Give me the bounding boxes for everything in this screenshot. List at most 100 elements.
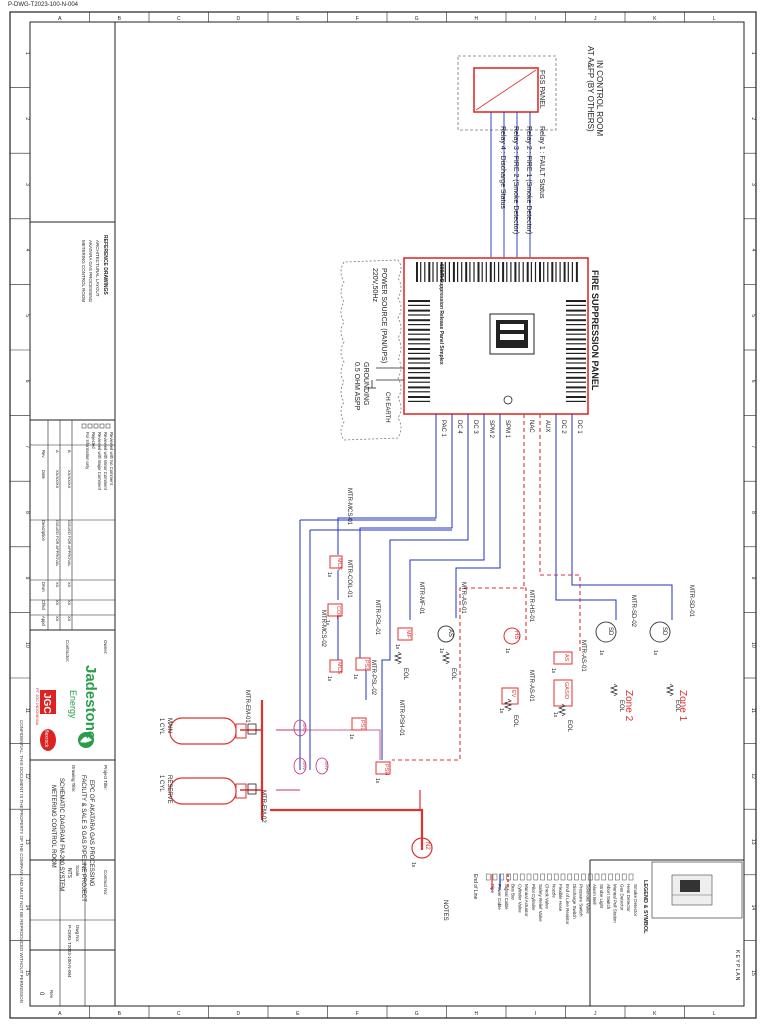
jgc-sub: PT JGC INDONESIA <box>35 688 40 726</box>
grid-row-left: 14 <box>24 905 30 911</box>
srv-2-label: SRV <box>302 761 307 770</box>
legend-item: Solenoid Valve <box>585 884 590 914</box>
grid-col-bottom: F <box>356 1011 359 1017</box>
power-cloud <box>340 259 402 441</box>
notes-label: NOTES <box>442 900 448 921</box>
grid-col-bottom: H <box>474 1011 478 1017</box>
panel-box <box>403 257 589 415</box>
vendor-logo <box>40 729 56 751</box>
terminal-label: SPM 2 <box>488 420 494 439</box>
terminal-label: DC 1 <box>576 420 582 434</box>
grid-row-right: 13 <box>750 839 756 845</box>
drawing-line-1: SCHEMATIC DIAGRAM FM-200 SYSTEM <box>58 778 64 891</box>
revision-cell: XX <box>67 582 72 588</box>
grid-col-bottom: J <box>594 1011 597 1017</box>
legend-area: K E Y P L A N LEGEND & SYMBOL Smoke Dete… <box>442 859 744 1006</box>
device-code: MCS <box>336 662 342 675</box>
status-checkbox[interactable] <box>93 423 99 429</box>
status-checkbox[interactable] <box>105 423 111 429</box>
grid-col-top: H <box>474 16 478 22</box>
grid-row-left: 15 <box>24 970 30 976</box>
jgc-name: JGC <box>41 693 52 714</box>
device-qty: 1x <box>652 650 658 656</box>
device-tag: MTR-MCS-01 <box>346 488 352 526</box>
panel-title: FIRE SUPPRESSION PANEL <box>590 270 600 391</box>
grid-col-bottom: A <box>58 1011 62 1017</box>
legend-item: Safety Relief Valve <box>538 884 543 922</box>
grid-col-bottom: D <box>236 1011 240 1017</box>
project-line-2: FACILITY & SALE S GAS PIPELINE PROJECT <box>80 775 86 902</box>
fgs-outline <box>457 55 557 131</box>
eol-resistor: EOL <box>665 683 680 713</box>
device-code: N2 <box>424 842 430 850</box>
status-checkbox[interactable] <box>87 423 93 429</box>
grid-row-left: 10 <box>24 642 30 648</box>
device-code: SD <box>607 627 613 636</box>
terminal-label: DC 3 <box>472 420 478 434</box>
relay-2: Relay 2 : FIRE 1 (Smoke Detector) <box>525 126 532 234</box>
device-tag: MTR-AS-01 <box>460 582 466 614</box>
drawing-line-2: METERING CONTROL ROOM <box>50 785 56 868</box>
revision-cell: XX <box>55 616 60 622</box>
revision-cell: A <box>55 450 60 453</box>
grid-row-left: 13 <box>24 839 30 845</box>
grid-row-left: 2 <box>24 117 30 120</box>
jgc-logo <box>40 690 56 714</box>
reserve-cylinder: RESERVE 1 CYL <box>158 775 247 805</box>
owner-label: Owner: <box>103 640 108 655</box>
contractor-label: Contractor: <box>65 640 70 662</box>
legend-item: Cylinder Valve <box>517 884 522 913</box>
legend-item: Nozzle <box>551 884 556 898</box>
eol-resistor: EOL <box>441 651 456 681</box>
panel-terminal-strip-top <box>416 262 578 282</box>
grid-row-right: 4 <box>750 249 756 252</box>
grid-col-top: F <box>356 16 359 22</box>
grid-row-left: 8 <box>24 511 30 514</box>
eol-resistor: EOL <box>557 703 572 733</box>
cylinder-bank: MAIN 1 CYL RESERVE 1 CYL MTR-EM-01 MTR-E… <box>158 690 329 823</box>
reserve-cyl-line-1: RESERVE <box>166 775 172 804</box>
legend-item: Smoke Detector <box>633 884 638 917</box>
grid-row-left: 11 <box>24 708 30 713</box>
panel-subtitle: 600/R Suppression Release Panel Simplex <box>438 264 444 365</box>
legend-item: Flexible Hose <box>558 884 563 912</box>
grid-row-right: 15 <box>750 970 756 976</box>
grid-row-left: 3 <box>24 183 30 186</box>
keyplan-box <box>651 861 743 919</box>
reference-item: AKATARA GAS PROCESSING <box>88 240 93 303</box>
reference-label: REFERENCE DRAWINGS <box>102 235 108 295</box>
device-code: AS <box>447 629 453 637</box>
device-qty: 1x <box>324 620 330 626</box>
grid-col-bottom: C <box>177 1011 181 1017</box>
device-tag: MTR-HS-01 <box>528 590 534 623</box>
dwg-no-value: P-DWG-T2023-100-N-004 <box>67 925 72 978</box>
legend-title: LEGEND & SYMBOL <box>642 880 648 934</box>
grid-col-top: A <box>58 16 62 22</box>
device-tag: MTR-MCS-02 <box>320 610 326 648</box>
grid-row-right: 11 <box>750 708 756 713</box>
status-checkbox[interactable] <box>81 423 87 429</box>
legend-item: Discharge Switch <box>572 884 577 919</box>
device-qty: 1x <box>348 734 354 740</box>
legend-item: Manual Actuator <box>524 884 529 917</box>
panel-terminal-strip-left <box>408 300 430 402</box>
grid-row-right: 14 <box>750 905 756 911</box>
grid-row-right: 2 <box>750 117 756 120</box>
grid-col-top: I <box>535 16 536 22</box>
grid-row-left: 7 <box>24 445 30 448</box>
status-checkbox[interactable] <box>99 423 105 429</box>
legend-item: Abort Switch <box>606 884 611 910</box>
device-code: COIL <box>335 606 341 619</box>
fgs-panel-area: FGS PANEL IN CONTROL ROOM AT A&FP (BY OT… <box>457 46 604 258</box>
fgs-panel-label: FGS PANEL <box>538 70 545 109</box>
